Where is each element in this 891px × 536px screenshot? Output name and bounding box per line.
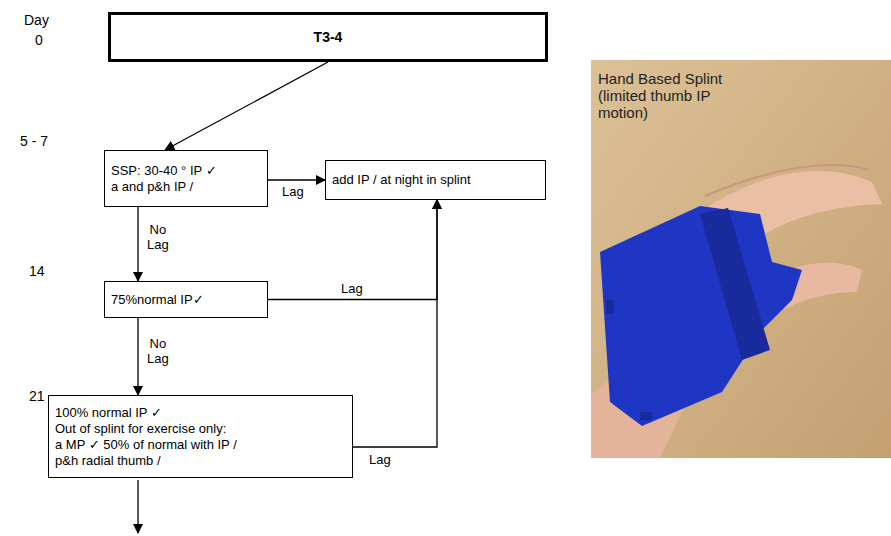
box-text: add IP / at night in splint bbox=[332, 172, 471, 188]
flow-arrow bbox=[268, 200, 437, 300]
splint-shell bbox=[600, 206, 802, 426]
exit-arrow bbox=[137, 480, 138, 533]
process-box: add IP / at night in splint bbox=[325, 160, 546, 200]
day-label: 14 bbox=[29, 263, 45, 279]
edge-label: No Lag bbox=[146, 336, 170, 366]
flow-arrow bbox=[165, 62, 328, 150]
photo-caption: Hand Based Splint (limited thumb IP moti… bbox=[598, 70, 758, 121]
edge-label: Lag bbox=[368, 452, 392, 467]
box-text: T3-4 bbox=[314, 29, 343, 45]
day-label: Day bbox=[24, 12, 49, 28]
strap-tab bbox=[640, 412, 652, 420]
process-box: T3-4 bbox=[108, 12, 548, 62]
flow-arrow bbox=[268, 179, 325, 180]
process-box: SSP: 30-40 ° IP ✓a and p&h IP / bbox=[104, 150, 268, 207]
finger-line bbox=[705, 165, 868, 196]
splint-strap bbox=[700, 208, 770, 360]
box-text: a and p&h IP / bbox=[111, 179, 193, 195]
photo-background bbox=[591, 60, 891, 458]
process-box: 100% normal IP ✓Out of splint for exerci… bbox=[48, 395, 353, 478]
box-text: 75%normal IP✓ bbox=[111, 292, 204, 308]
box-text: Out of splint for exercise only: bbox=[55, 421, 226, 437]
box-text: 100% normal IP ✓ bbox=[55, 405, 162, 421]
box-text: a MP ✓ 50% of normal with IP / bbox=[55, 437, 237, 453]
process-box: 75%normal IP✓ bbox=[104, 281, 268, 318]
flow-arrow bbox=[353, 200, 437, 447]
edge-label: Lag bbox=[340, 281, 364, 296]
edge-label: Lag bbox=[281, 184, 305, 199]
strap-tab bbox=[606, 300, 614, 314]
day-label: 5 - 7 bbox=[20, 133, 48, 149]
box-text: SSP: 30-40 ° IP ✓ bbox=[111, 163, 217, 179]
edge-label: No Lag bbox=[146, 222, 170, 252]
flow-arrow bbox=[137, 318, 138, 395]
box-text: p&h radial thumb / bbox=[55, 453, 161, 469]
day-label: 21 bbox=[29, 388, 45, 404]
day-label: 0 bbox=[35, 32, 43, 48]
flow-arrow bbox=[137, 207, 138, 281]
